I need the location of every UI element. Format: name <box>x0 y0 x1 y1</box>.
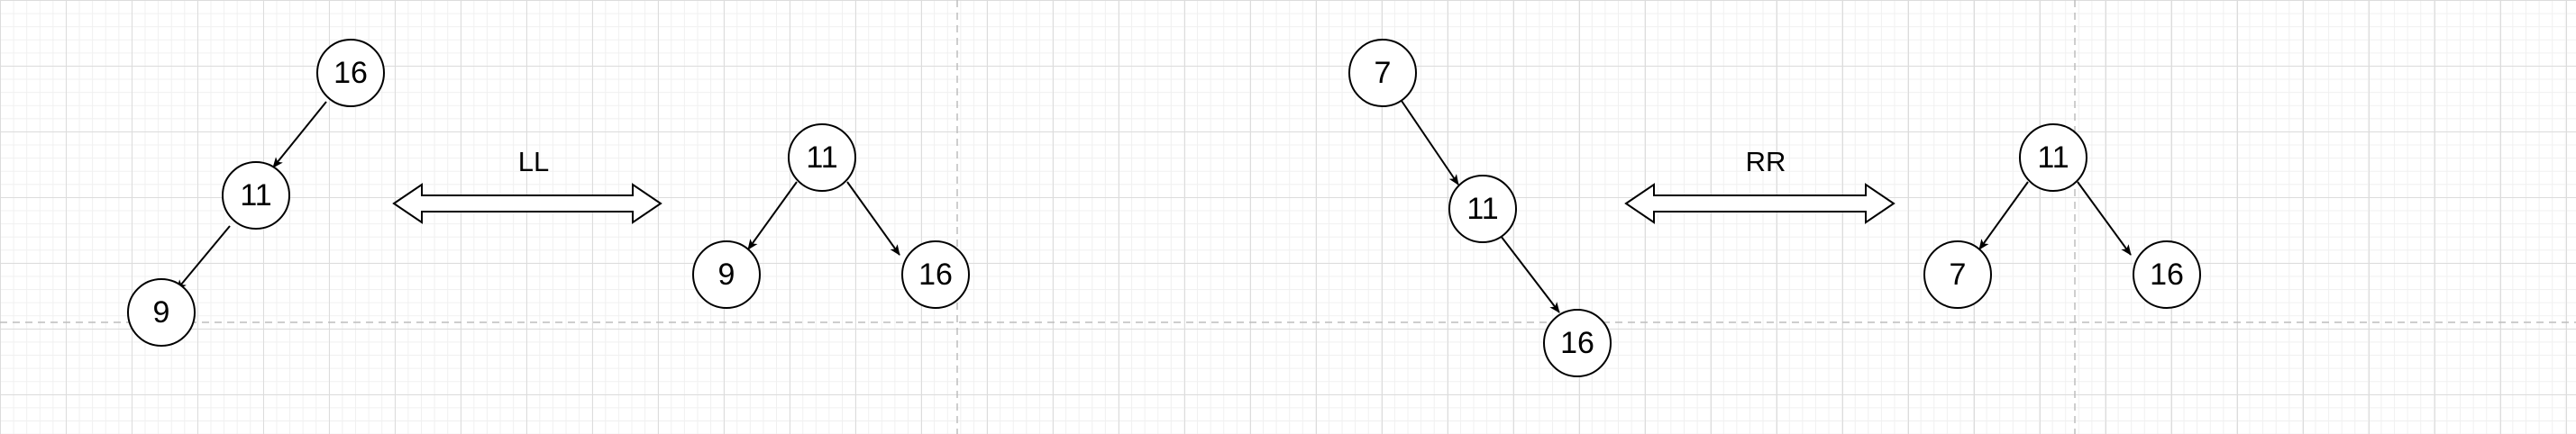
edge-11-to-16 <box>2077 181 2132 256</box>
node-label: 16 <box>333 56 368 90</box>
node-label: 11 <box>806 140 837 175</box>
node-11[interactable]: 11 <box>788 123 856 192</box>
node-label: 11 <box>1466 192 1498 226</box>
node-label: 11 <box>2037 140 2069 175</box>
edge-11-to-7 <box>1978 181 2029 250</box>
node-label: 7 <box>1375 56 1392 90</box>
rr-before-tree: 7 11 16 <box>1348 39 1612 377</box>
node-7[interactable]: 7 <box>1923 240 1992 309</box>
ll-label: LL <box>518 146 549 177</box>
node-11[interactable]: 11 <box>2019 123 2087 192</box>
node-label: 11 <box>240 178 271 212</box>
node-label: 7 <box>1950 258 1967 292</box>
rr-double-arrow[interactable] <box>1624 183 1895 224</box>
node-7[interactable]: 7 <box>1348 39 1417 107</box>
edge-11-to-9 <box>176 225 231 291</box>
edge-11-to-9 <box>747 181 798 250</box>
edge-16-to-11 <box>272 101 327 168</box>
edge-11-to-16 <box>1500 235 1560 313</box>
node-label: 16 <box>918 258 953 292</box>
rr-after-tree: 11 7 16 <box>1923 123 2201 309</box>
ll-double-arrow[interactable] <box>392 183 662 224</box>
edge-7-to-11 <box>1401 100 1459 185</box>
ll-before-tree: 16 11 9 <box>127 39 385 347</box>
ll-after-tree: 11 9 16 <box>692 123 970 309</box>
node-label: 16 <box>2150 258 2184 292</box>
node-9[interactable]: 9 <box>692 240 761 309</box>
node-16[interactable]: 16 <box>316 39 385 107</box>
node-16[interactable]: 16 <box>1543 309 1612 377</box>
node-16[interactable]: 16 <box>901 240 970 309</box>
node-11[interactable]: 11 <box>222 161 290 230</box>
rr-label: RR <box>1746 146 1786 177</box>
node-label: 9 <box>153 295 170 330</box>
node-label: 9 <box>718 258 735 292</box>
node-11[interactable]: 11 <box>1448 175 1517 243</box>
edge-11-to-16 <box>846 181 900 256</box>
node-16[interactable]: 16 <box>2133 240 2201 309</box>
node-9[interactable]: 9 <box>127 278 196 347</box>
node-label: 16 <box>1560 326 1594 360</box>
